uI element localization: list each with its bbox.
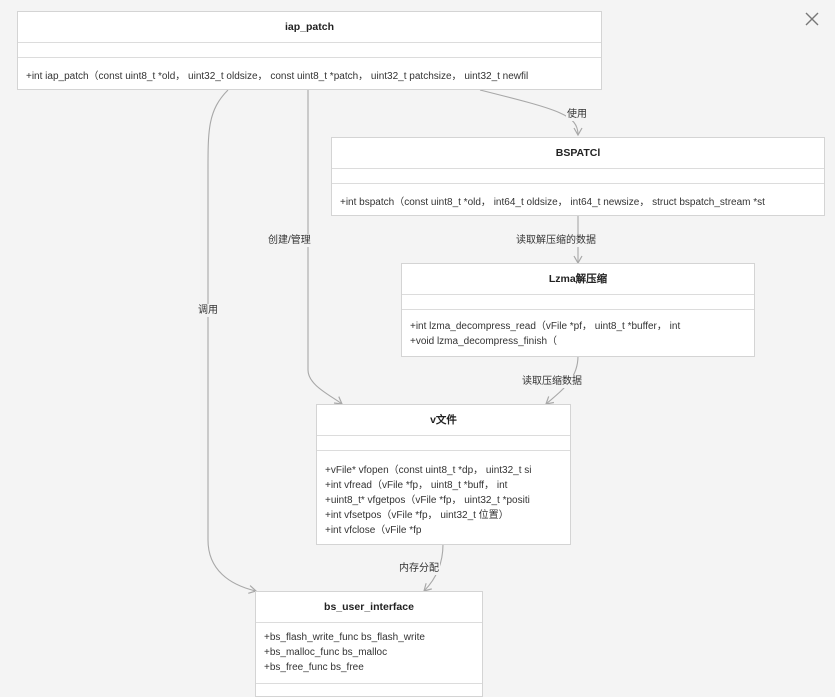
method-row: +int bspatch（const uint8_t *old， int64_t… (340, 197, 765, 208)
class-attributes (317, 436, 570, 451)
class-methods: +int iap_patch（const uint8_t *old， uint3… (18, 58, 601, 84)
method-row: +int lzma_decompress_read（vFile *pf， uin… (410, 321, 681, 332)
edge-label-use: 使用 (566, 108, 588, 121)
edge-use (479, 89, 583, 137)
class-methods: +int lzma_decompress_read（vFile *pf， uin… (402, 310, 754, 349)
method-row: +int vfclose（vFile *fp (325, 525, 422, 536)
class-methods: +vFile* vfopen（const uint8_t *dp， uint32… (317, 451, 570, 538)
method-row: +vFile* vfopen（const uint8_t *dp， uint32… (325, 465, 532, 476)
method-row: +uint8_t* vfgetpos（vFile *fp， uint32_t *… (325, 495, 530, 506)
method-row: +void lzma_decompress_finish（ (410, 336, 558, 347)
class-iap-patch[interactable]: iap_patch +int iap_patch（const uint8_t *… (17, 11, 602, 90)
class-bs-user-interface[interactable]: bs_user_interface +bs_flash_write_func b… (255, 591, 483, 697)
edge-label-read-compressed: 读取压缩数据 (521, 375, 583, 388)
edge-call (207, 89, 258, 594)
class-title: BSPATCl (332, 138, 824, 169)
method-row: +int vfsetpos（vFile *fp， uint32_t 位置） (325, 510, 509, 521)
class-attributes (402, 295, 754, 310)
class-bspatch[interactable]: BSPATCl +int bspatch（const uint8_t *old，… (331, 137, 825, 216)
edge-create (307, 90, 343, 405)
edge-label-read-decompressed: 读取解压缩的数据 (515, 234, 597, 247)
class-methods: +int bspatch（const uint8_t *old， int64_t… (332, 184, 824, 210)
class-title: bs_user_interface (256, 592, 482, 623)
method-row: +int iap_patch（const uint8_t *old， uint3… (26, 71, 529, 82)
class-methods: +bs_flash_write_func bs_flash_write +bs_… (256, 623, 482, 679)
close-icon[interactable] (803, 10, 821, 28)
method-row: +int vfread（vFile *fp， uint8_t *buff， in… (325, 480, 508, 491)
class-lzma-decompress[interactable]: Lzma解压缩 +int lzma_decompress_read（vFile … (401, 263, 755, 357)
method-row: +bs_flash_write_func bs_flash_write (264, 632, 425, 643)
method-row: +bs_free_func bs_free (264, 662, 364, 673)
class-vfile[interactable]: v文件 +vFile* vfopen（const uint8_t *dp， ui… (316, 404, 571, 545)
class-title: Lzma解压缩 (402, 264, 754, 295)
class-title: v文件 (317, 405, 570, 436)
method-row: +bs_malloc_func bs_malloc (264, 647, 388, 658)
class-attributes (332, 169, 824, 184)
edge-label-alloc: 内存分配 (398, 562, 440, 575)
edge-label-call: 调用 (197, 304, 219, 317)
class-footer (256, 683, 482, 696)
class-attributes (18, 43, 601, 58)
class-title: iap_patch (18, 12, 601, 43)
edge-label-create: 创建/管理 (267, 234, 312, 247)
